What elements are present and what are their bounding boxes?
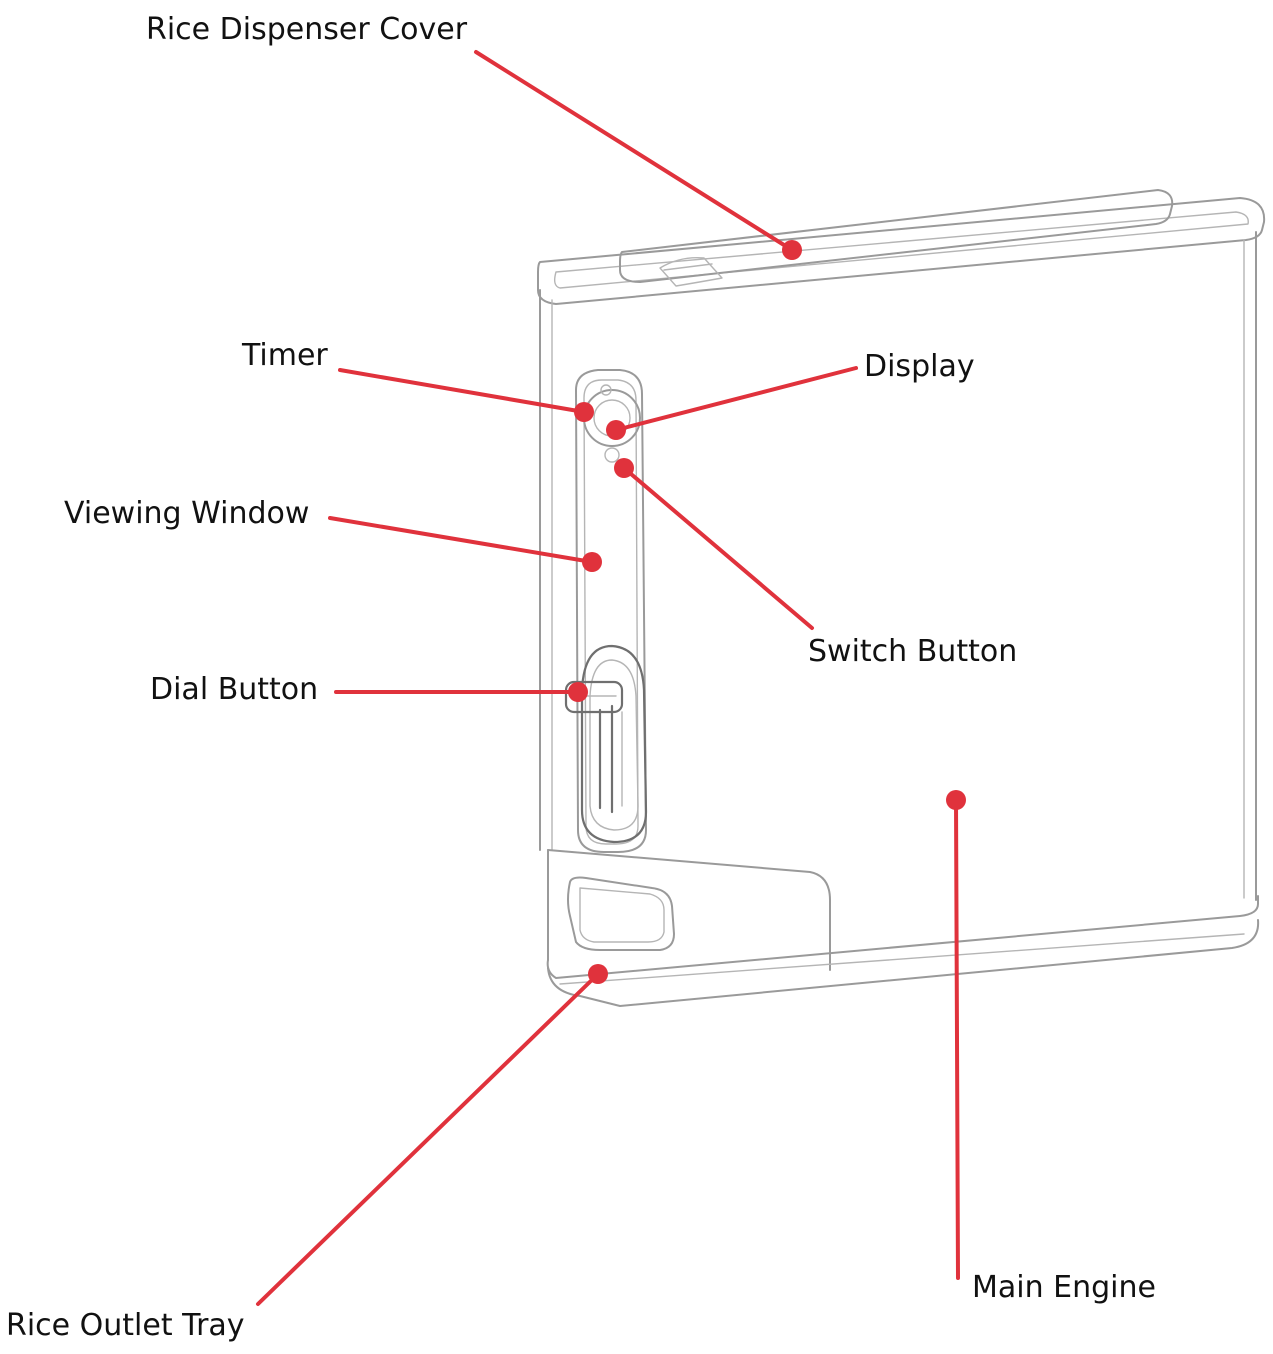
anchor-dot-timer — [574, 402, 594, 422]
anchor-dot-rice-dispenser-cover — [782, 240, 802, 260]
leader-display — [614, 366, 858, 432]
anchor-dot-main-engine — [946, 790, 966, 810]
anchor-dot-display — [606, 420, 626, 440]
main-body-outline — [539, 231, 1257, 901]
lid-outline — [537, 189, 1266, 305]
leader-switch-button — [622, 466, 814, 630]
label-display: Display — [864, 349, 975, 384]
base-outline — [546, 849, 1260, 1007]
label-timer: Timer — [242, 338, 328, 373]
leader-viewing-window — [328, 516, 594, 564]
anchor-dot-rice-outlet-tray — [588, 964, 608, 984]
leader-main-engine — [954, 798, 960, 1280]
leader-rice-outlet-tray — [256, 972, 600, 1306]
label-main-engine: Main Engine — [972, 1270, 1156, 1305]
anchor-dot-switch-button — [614, 458, 634, 478]
anchor-dot-dial-button — [568, 682, 588, 702]
label-viewing-window: Viewing Window — [64, 496, 310, 531]
anchor-dot-viewing-window — [582, 552, 602, 572]
leader-rice-dispenser-cover — [474, 50, 794, 252]
label-switch-button: Switch Button — [808, 634, 1018, 669]
label-rice-outlet-tray: Rice Outlet Tray — [6, 1308, 245, 1343]
leader-timer — [338, 368, 586, 414]
label-rice-dispenser-cover: Rice Dispenser Cover — [146, 12, 468, 47]
label-dial-button: Dial Button — [150, 672, 319, 707]
leader-lines — [256, 50, 966, 1306]
